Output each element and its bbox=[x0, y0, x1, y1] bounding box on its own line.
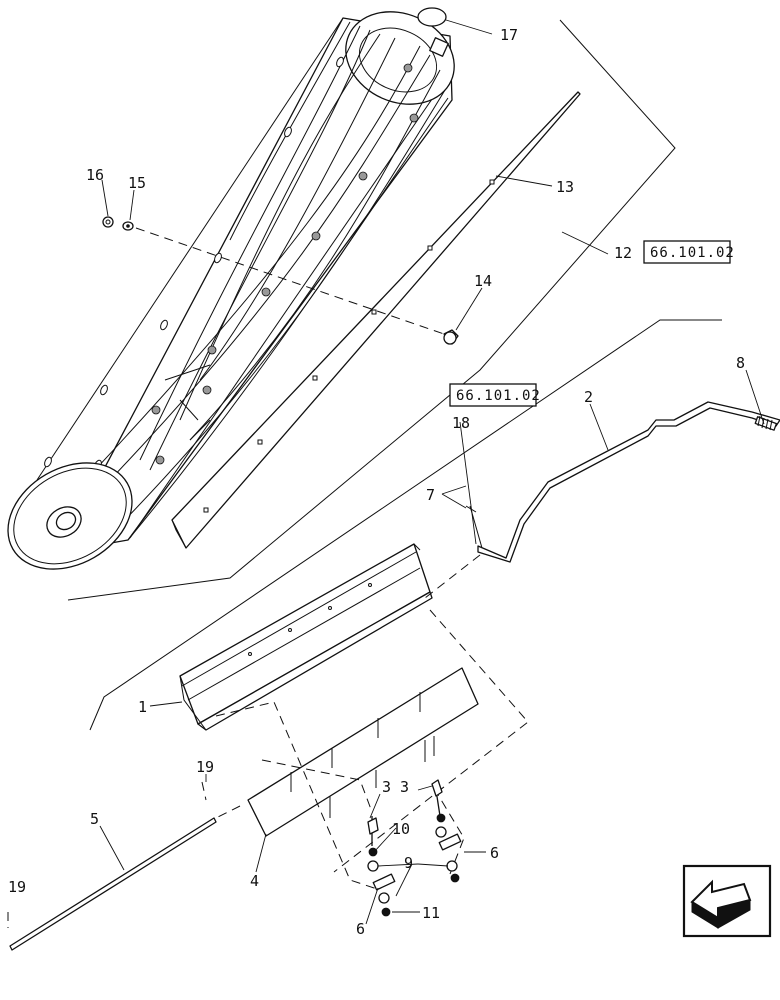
callout-7: 7 bbox=[426, 486, 435, 504]
bedknife-bar-item-13 bbox=[171, 91, 581, 549]
callout-3-right: 3 bbox=[400, 778, 409, 796]
assembly-dashed-lines bbox=[7, 554, 529, 928]
callout-19-top: 19 bbox=[196, 758, 214, 776]
callout-15: 15 bbox=[128, 174, 146, 192]
reel-cylinder bbox=[7, 11, 455, 570]
callout-9: 9 bbox=[404, 854, 413, 872]
reference-box-middle[interactable]: 66.101.02 bbox=[449, 383, 541, 407]
section-boundary-lines bbox=[67, 19, 722, 731]
callout-6-left: 6 bbox=[356, 920, 365, 938]
frame-item-1 bbox=[179, 543, 433, 731]
callout-4: 4 bbox=[250, 872, 259, 890]
previous-page-arrow-icon[interactable] bbox=[682, 864, 772, 938]
callout-10: 10 bbox=[392, 820, 410, 838]
callout-18: 18 bbox=[452, 414, 470, 432]
small-hardware bbox=[367, 779, 462, 917]
callout-14: 14 bbox=[474, 272, 492, 290]
fasteners-16-15-14 bbox=[102, 216, 459, 345]
long-rod-item-5 bbox=[9, 817, 217, 951]
callout-5: 5 bbox=[90, 810, 99, 828]
bedknife-plate-item-4 bbox=[247, 667, 479, 837]
reference-box-top[interactable]: 66.101.02 bbox=[643, 240, 735, 264]
callout-8: 8 bbox=[736, 354, 745, 372]
callout-12: 12 bbox=[614, 244, 632, 262]
leader-lines bbox=[99, 19, 765, 925]
callout-13: 13 bbox=[556, 178, 574, 196]
adjusting-rod-item-2 bbox=[465, 401, 780, 563]
callout-17: 17 bbox=[500, 26, 518, 44]
callout-labels: 17 13 12 16 15 14 8 2 18 7 1 19 3 3 5 10… bbox=[8, 26, 745, 938]
callout-6-right: 6 bbox=[490, 844, 499, 862]
reference-box-middle-text: 66.101.02 bbox=[456, 388, 541, 404]
callout-19-bottom: 19 bbox=[8, 878, 26, 896]
reference-box-top-text: 66.101.02 bbox=[650, 245, 735, 261]
callout-16: 16 bbox=[86, 166, 104, 184]
callout-3-left: 3 bbox=[382, 778, 391, 796]
callout-2: 2 bbox=[584, 388, 593, 406]
callout-1: 1 bbox=[138, 698, 147, 716]
callout-11: 11 bbox=[422, 904, 440, 922]
o-ring-item-17 bbox=[417, 7, 447, 27]
